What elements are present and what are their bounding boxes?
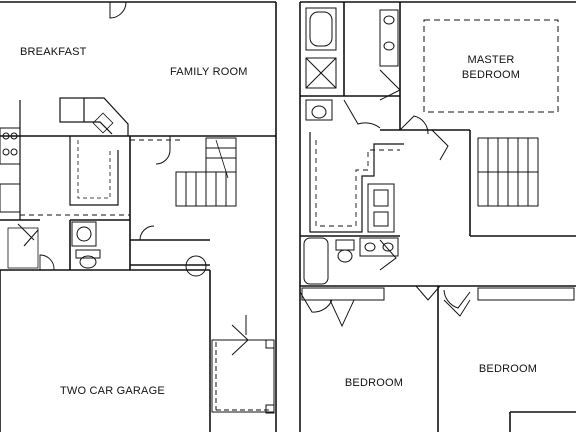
room-label-bedroom-left: BEDROOM [345,377,403,389]
range-appliance [0,127,21,213]
garage-stoop [211,339,275,414]
room-label-breakfast: BREAKFAST [20,46,87,58]
room-label-master-line1: MASTER [467,54,514,66]
first-floor-walls [0,1,277,432]
room-label-garage: TWO CAR GARAGE [60,385,165,397]
second-floor-plan [299,1,576,432]
second-floor-walls [299,1,576,432]
upstairs-door-swings [299,69,471,328]
master-tray-ceiling [423,19,559,113]
dashed-openings [20,139,180,216]
room-label-bedroom-right: BEDROOM [479,363,537,375]
closet-door-swing [17,223,39,247]
closet-door-arc [39,254,55,271]
bedroom-closets [301,287,575,301]
hall-wall [309,132,404,233]
door-swings [139,136,249,356]
first-floor-plan [0,1,277,432]
stair-first-floor [175,137,237,207]
stair-second-floor [477,137,539,207]
hall-bath [303,183,399,285]
room-label-family-room: FAMILY ROOM [170,66,248,78]
closet [7,227,39,269]
linen-closet [315,140,400,227]
kitchen-counter [59,97,129,206]
water-heater [185,255,207,277]
master-bath [305,7,399,121]
front-door-swing [109,1,127,19]
room-label-master-line2: BEDROOM [462,69,520,81]
powder-room [71,221,101,269]
